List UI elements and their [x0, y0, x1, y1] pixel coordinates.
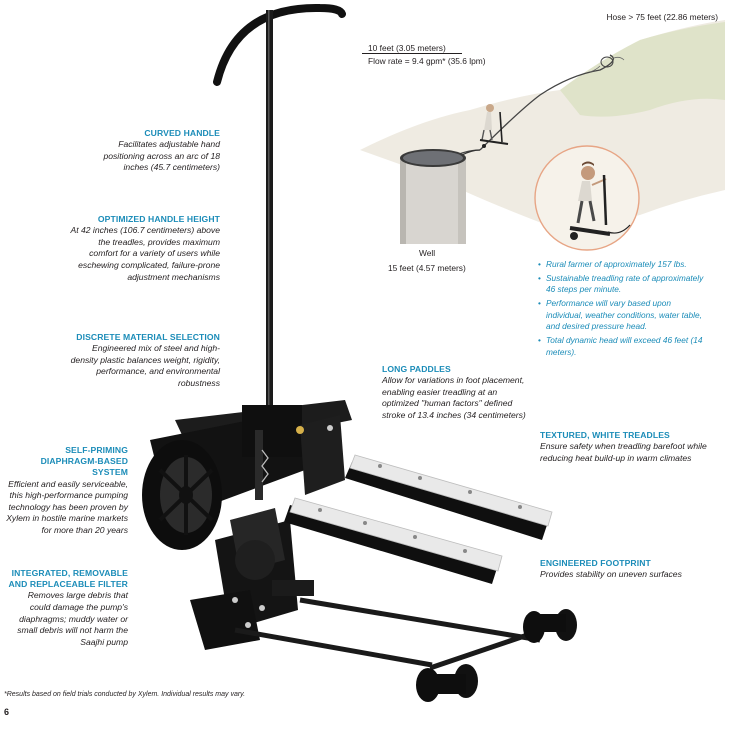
base-and-wheels	[234, 597, 577, 702]
height-label: 10 feet (3.05 meters)	[368, 43, 446, 53]
well-depth-label: 15 feet (4.57 meters)	[388, 263, 466, 273]
callout-body: Engineered mix of steel and high-density…	[70, 343, 220, 388]
callout-heading: SELF-PRIMING DIAPHRAGM-BASED SYSTEM	[40, 445, 128, 478]
test-conditions-list: Rural farmer of approximately 157 lbs. S…	[538, 259, 708, 361]
callout-heading: CURVED HANDLE	[144, 128, 220, 138]
callout-heading: ENGINEERED FOOTPRINT	[540, 558, 651, 568]
callout-body: Facilitates adjustable hand positioning …	[103, 139, 220, 173]
farmer-inset	[534, 145, 640, 251]
well-label: Well	[419, 248, 436, 258]
hose-length-label: Hose > 75 feet (22.86 meters)	[606, 12, 719, 22]
callout-body: Ensure safety when treadling barefoot wh…	[540, 441, 707, 463]
callout-long-paddles: LONG PADDLES Allow for variations in foo…	[382, 364, 532, 422]
callout-optimized-handle-height: OPTIMIZED HANDLE HEIGHT At 42 inches (10…	[70, 214, 220, 283]
page-number: 6	[4, 707, 10, 717]
callout-body: Provides stability on uneven surfaces	[540, 569, 682, 580]
measure-line	[362, 53, 462, 54]
flow-rate-label: Flow rate = 9.4 gpm* (35.6 lpm)	[368, 56, 486, 66]
callout-heading: LONG PADDLES	[382, 364, 451, 374]
callout-body: At 42 inches (106.7 centimeters) above t…	[70, 225, 220, 282]
callout-material-selection: DISCRETE MATERIAL SELECTION Engineered m…	[70, 332, 220, 390]
callout-heading: INTEGRATED, REMOVABLE AND REPLACEABLE FI…	[8, 568, 128, 590]
flywheel	[142, 440, 222, 550]
pump-body	[190, 508, 314, 650]
callout-self-priming: SELF-PRIMING DIAPHRAGM-BASED SYSTEM Effi…	[6, 445, 128, 537]
callout-treadles: TEXTURED, WHITE TREADLES Ensure safety w…	[540, 430, 710, 464]
farmer-sketch-small	[479, 104, 509, 148]
callout-heading: OPTIMIZED HANDLE HEIGHT	[97, 214, 220, 224]
list-item: Sustainable treadling rate of approximat…	[538, 273, 708, 296]
list-item: Total dynamic head will exceed 46 feet (…	[538, 335, 708, 358]
callout-body: Efficient and easily serviceable, this h…	[6, 478, 128, 535]
callout-body: Allow for variations in foot placement, …	[382, 375, 526, 420]
list-item: Performance will vary based upon individ…	[538, 298, 708, 332]
callout-heading: TEXTURED, WHITE TREADLES	[540, 430, 670, 440]
callout-body: Removes large debris that could damage t…	[17, 590, 128, 647]
curved-handle	[213, 3, 346, 422]
list-item: Rural farmer of approximately 157 lbs.	[538, 259, 708, 271]
callout-heading: DISCRETE MATERIAL SELECTION	[76, 332, 220, 342]
callout-footprint: ENGINEERED FOOTPRINT Provides stability …	[540, 558, 720, 581]
footnote: *Results based on field trials conducted…	[4, 691, 246, 698]
treadle-upper	[345, 454, 553, 540]
treadle-lower	[284, 497, 503, 584]
callout-filter: INTEGRATED, REMOVABLE AND REPLACEABLE FI…	[6, 568, 129, 648]
callout-curved-handle: CURVED HANDLE Facilitates adjustable han…	[90, 128, 220, 174]
well-drawing	[400, 149, 481, 244]
